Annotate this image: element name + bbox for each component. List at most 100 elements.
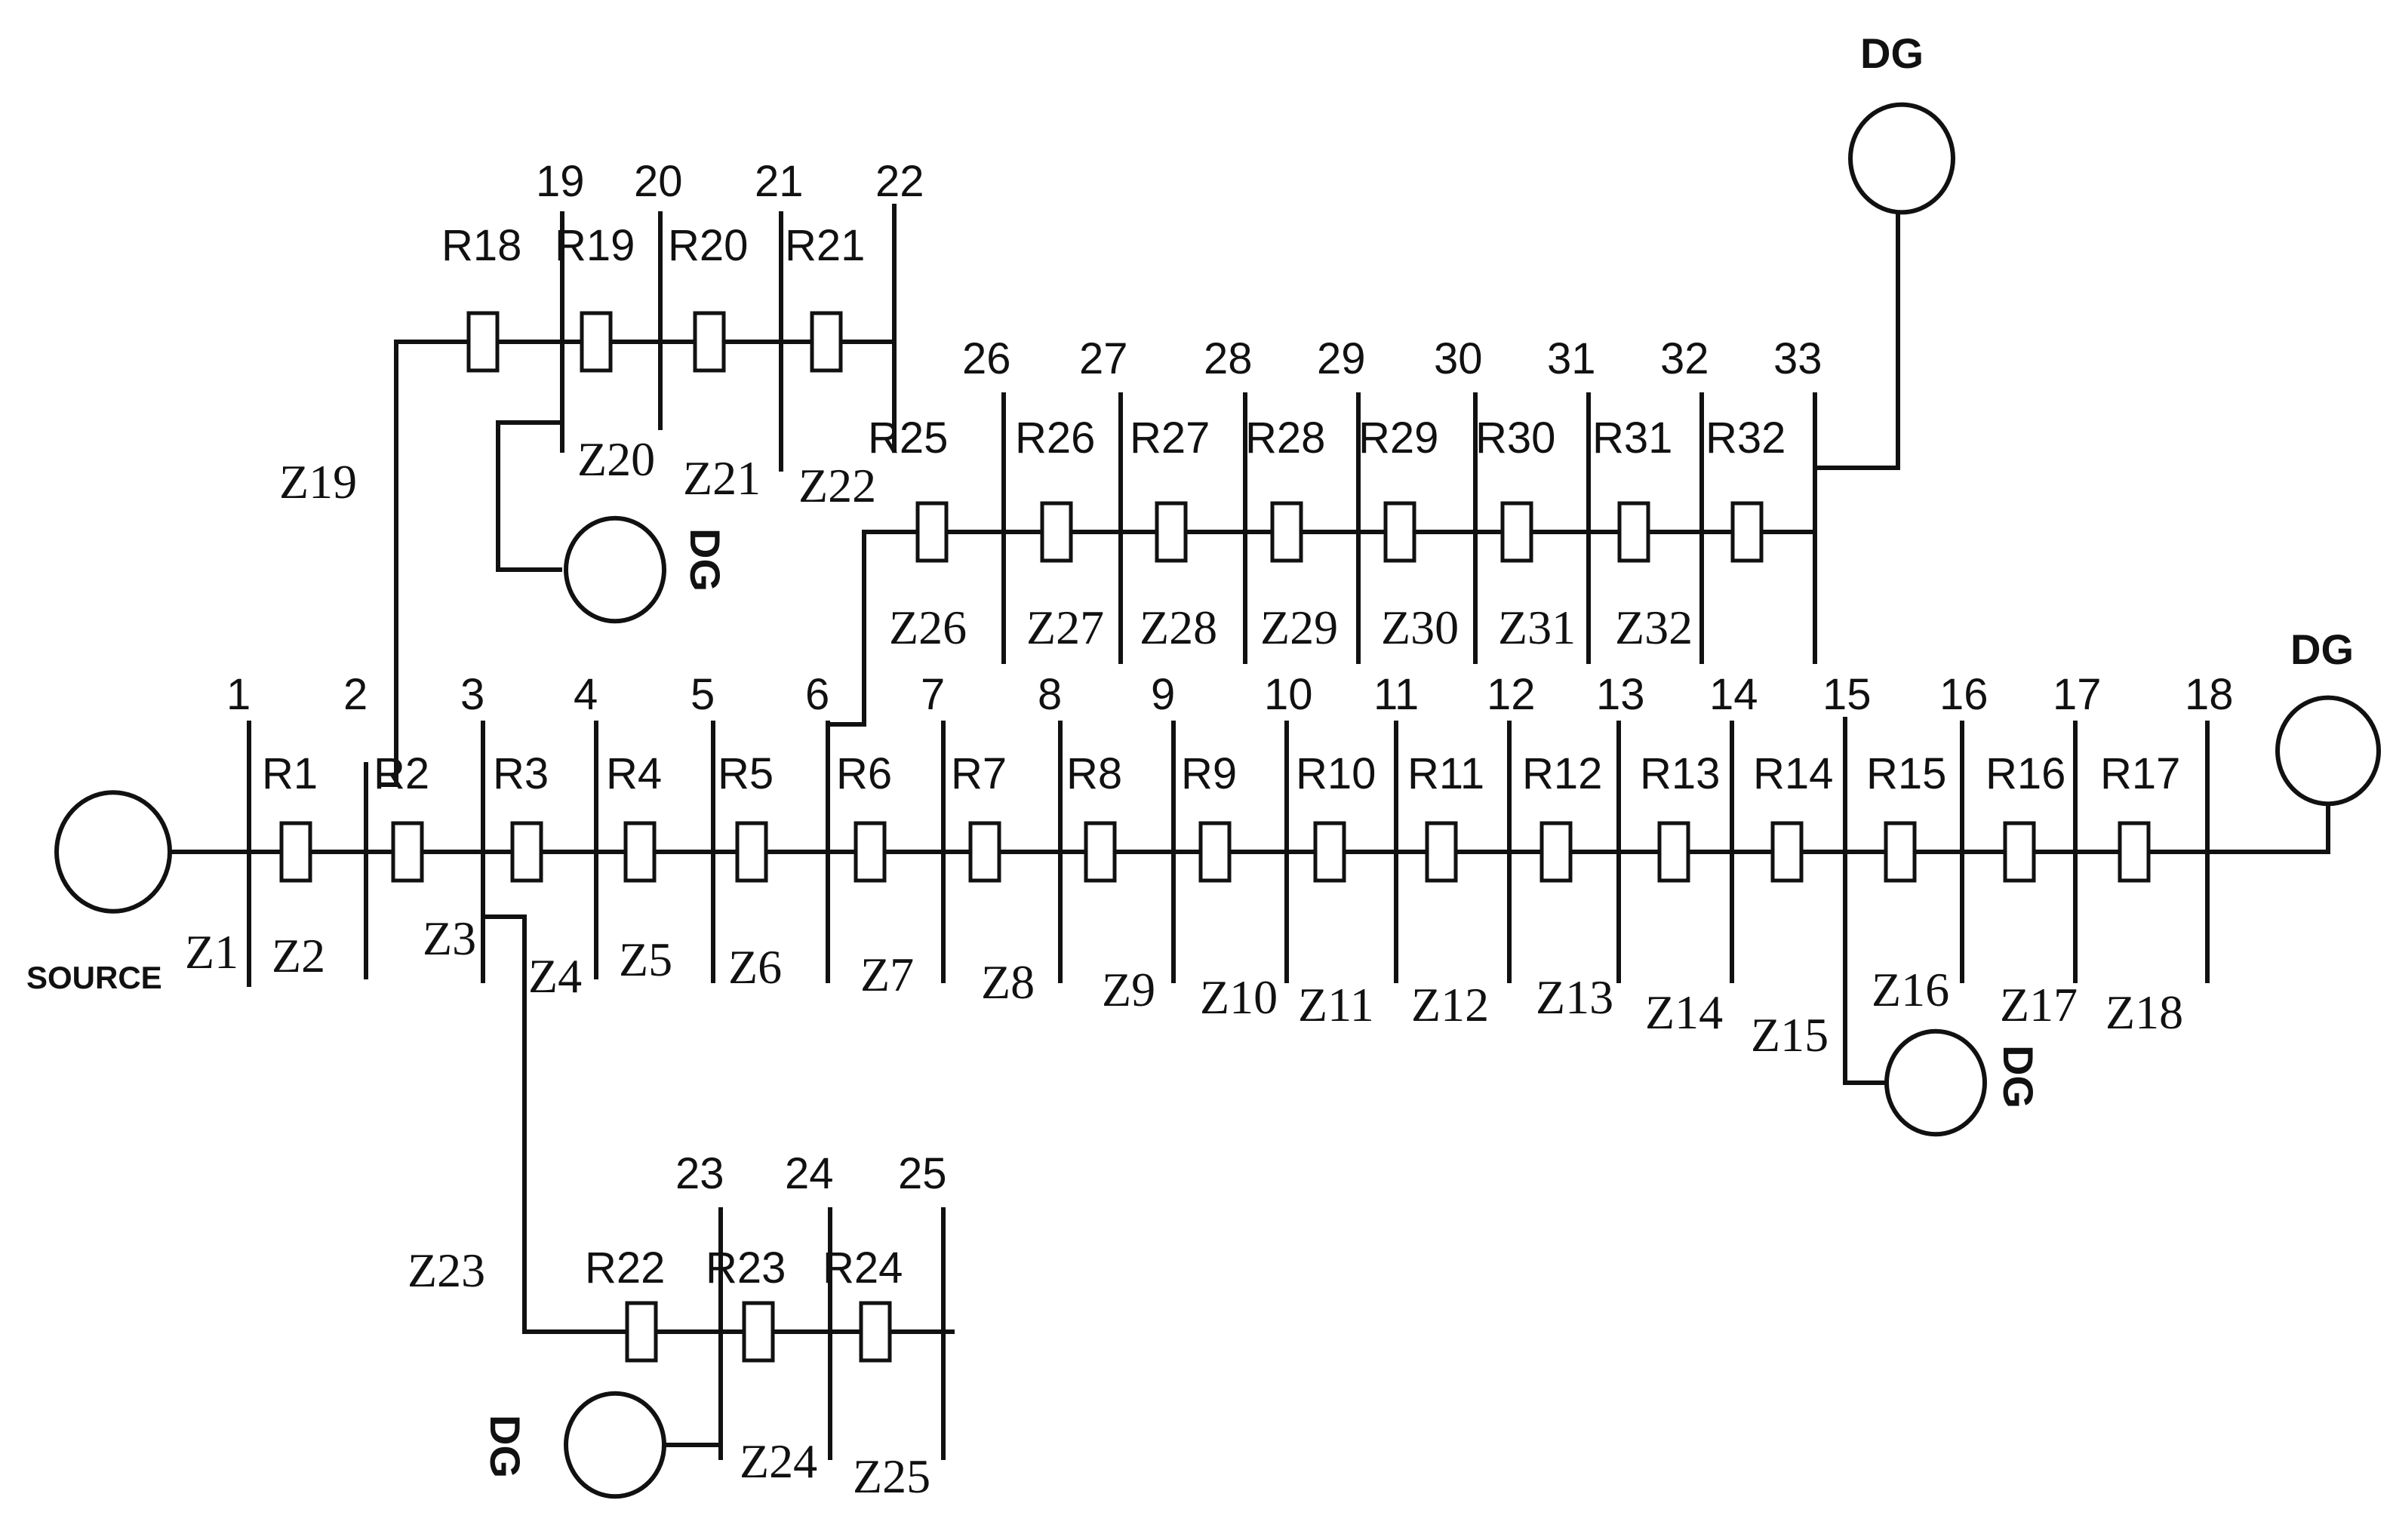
bus-number: 7	[921, 670, 945, 719]
relay-label: R10	[1296, 749, 1376, 798]
relay-label: R9	[1181, 749, 1237, 798]
relay-label: R18	[441, 221, 521, 270]
relay-label: R6	[836, 749, 892, 798]
zone-label: Z29	[1260, 601, 1338, 654]
bus-number: 2	[343, 670, 368, 719]
relay-breaker	[859, 1301, 892, 1363]
zone-label: Z4	[528, 949, 582, 1003]
bus-number: 9	[1151, 670, 1175, 719]
zone-label: Z18	[2105, 985, 2183, 1039]
dg-feed-line	[1815, 209, 1900, 470]
relay-label: R24	[823, 1243, 903, 1293]
relay-breaker	[580, 311, 613, 373]
zone-label: Z26	[889, 601, 967, 654]
dg-generator	[564, 1391, 666, 1499]
bus-number: 3	[460, 670, 484, 719]
relay-breaker	[693, 311, 726, 373]
relay-label: R27	[1130, 413, 1210, 463]
bus-number: 30	[1434, 334, 1483, 383]
feeder-wires	[170, 209, 2330, 1447]
relay-label: R25	[868, 413, 948, 463]
bus-number: 31	[1547, 334, 1596, 383]
zone-label: Z20	[577, 432, 655, 486]
bus-number: 22	[875, 157, 924, 206]
relay-label: R32	[1706, 413, 1786, 463]
zone-label: Z12	[1411, 978, 1489, 1031]
zone-label: Z17	[2000, 978, 2078, 1031]
zone-label: Z14	[1645, 985, 1723, 1039]
relay-breaker	[735, 821, 768, 883]
relay-breaker	[854, 821, 887, 883]
relay-label: R13	[1640, 749, 1720, 798]
relay-symbols	[279, 311, 2151, 1363]
relay-breaker	[623, 821, 657, 883]
dg-generator	[1848, 102, 1955, 215]
relay-breaker	[1040, 501, 1073, 563]
relay-breaker	[1539, 821, 1573, 883]
bus-number: 26	[962, 334, 1011, 383]
bus-number: 32	[1660, 334, 1709, 383]
zone-label: Z31	[1498, 601, 1576, 654]
relay-label: R21	[785, 221, 865, 270]
relay-label: R3	[493, 749, 549, 798]
relay-label: R23	[706, 1243, 786, 1293]
bus-number: 4	[574, 670, 598, 719]
relay-breaker	[1084, 821, 1117, 883]
relay-label: R2	[374, 749, 429, 798]
relay-breaker	[510, 821, 543, 883]
bus-number: 17	[2053, 670, 2102, 719]
generator-symbols	[54, 102, 2381, 1499]
relay-breaker	[1617, 501, 1650, 563]
relay-label: R11	[1407, 749, 1484, 798]
relay-breaker	[1884, 821, 1917, 883]
bus-number: 20	[634, 157, 683, 206]
relay-label: R17	[2100, 749, 2180, 798]
relay-breaker	[1313, 821, 1346, 883]
zone-label: Z5	[619, 933, 672, 986]
zone-label: Z19	[279, 455, 357, 509]
zone-label: Z8	[981, 955, 1035, 1009]
relay-label: R1	[262, 749, 318, 798]
relay-breaker	[625, 1301, 658, 1363]
relay-label: R12	[1522, 749, 1602, 798]
zone-label: Z13	[1536, 970, 1613, 1024]
bus-number: 8	[1038, 670, 1062, 719]
relay-label: R31	[1592, 413, 1672, 463]
zone-label: Z2	[272, 929, 325, 982]
bus-number: 6	[805, 670, 829, 719]
relay-label: R14	[1753, 749, 1833, 798]
dg-label: DG	[2290, 626, 2354, 673]
relay-breaker	[391, 821, 424, 883]
relay-label: R29	[1358, 413, 1438, 463]
relay-breaker	[1500, 501, 1533, 563]
relay-breaker	[466, 311, 500, 373]
zone-label: Z25	[853, 1449, 930, 1503]
bus-number: 29	[1317, 334, 1366, 383]
bus-number: 24	[785, 1149, 834, 1198]
relay-label: R7	[951, 749, 1007, 798]
bus-number: 1	[226, 670, 251, 719]
dg-generator	[2275, 695, 2381, 807]
dg-feed-line	[496, 420, 562, 572]
bus-number: 33	[1773, 334, 1822, 383]
zone-label: Z32	[1615, 601, 1693, 654]
relay-breaker	[742, 1301, 775, 1363]
bus-number: 10	[1264, 670, 1313, 719]
relay-breaker	[2003, 821, 2036, 883]
zone-label: Z6	[728, 940, 782, 994]
bus-number: 21	[755, 157, 804, 206]
zone-label: Z21	[683, 451, 761, 505]
relay-label: R30	[1475, 413, 1555, 463]
relay-label: R15	[1866, 749, 1946, 798]
relay-breaker	[279, 821, 312, 883]
bus-number: 16	[1939, 670, 1989, 719]
zone-label: Z11	[1298, 978, 1374, 1031]
branch-26-33-line	[828, 530, 1815, 727]
dg-generator	[564, 515, 666, 624]
relay-breaker	[1657, 821, 1690, 883]
bus-number: 27	[1079, 334, 1128, 383]
bus-number: 28	[1204, 334, 1253, 383]
bus-number: 23	[675, 1149, 724, 1198]
zone-label: Z27	[1026, 601, 1104, 654]
